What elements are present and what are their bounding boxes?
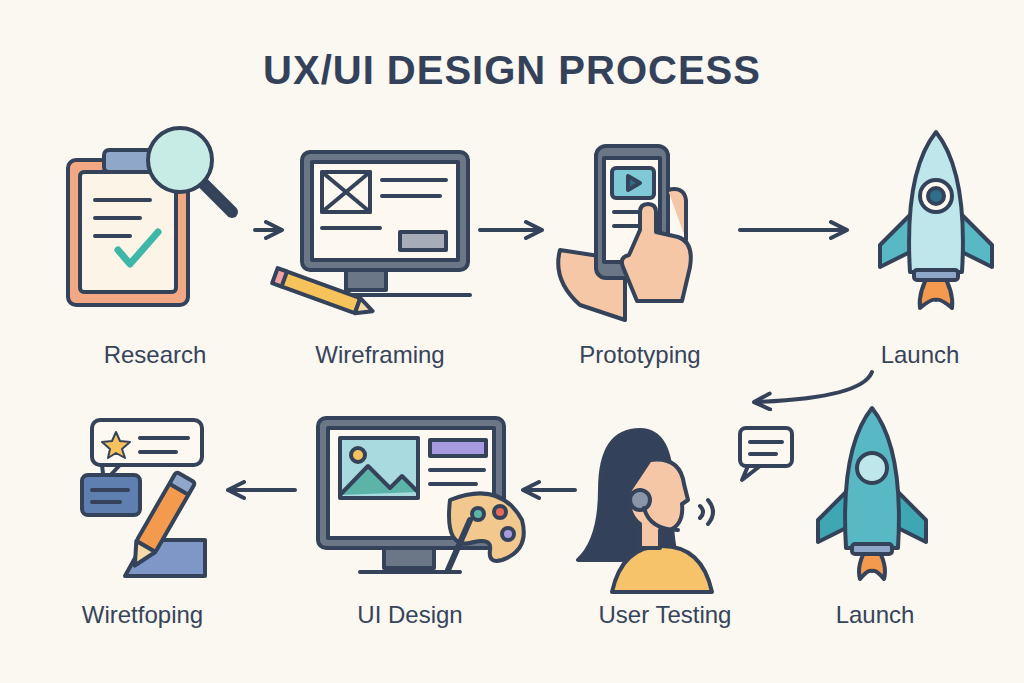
user-testing-icon: [578, 428, 792, 592]
step-label: Launch: [836, 600, 915, 630]
flow-arrow: [756, 372, 872, 402]
process-step: Wireframing: [285, 120, 475, 370]
ui-design-icon: [318, 418, 524, 572]
prototype-icon: [558, 146, 691, 320]
flow-arrow: [480, 228, 540, 232]
flow-arrow: [525, 488, 575, 492]
flow-arrow: [255, 228, 280, 232]
research-icon: [68, 128, 232, 305]
process-step: Launch: [850, 120, 990, 370]
step-label: Research: [104, 340, 207, 370]
step-label: Prototyping: [579, 340, 700, 370]
process-step: Prototyping: [545, 120, 735, 370]
flow-arrow: [230, 488, 295, 492]
process-step: UI Design: [300, 400, 520, 630]
rocket-icon: [880, 132, 992, 308]
rocket-icon: [818, 408, 926, 579]
step-label: Launch: [881, 340, 960, 370]
step-label: Wireframing: [315, 340, 444, 370]
process-step: Wiretfoping: [60, 400, 225, 630]
wireframe-icon: [272, 152, 470, 319]
step-label: User Testing: [599, 600, 732, 630]
step-label: UI Design: [357, 600, 462, 630]
process-step: Launch: [800, 400, 950, 630]
flow-arrow: [740, 228, 845, 232]
process-step: User Testing: [580, 400, 750, 630]
step-label: Wiretfoping: [82, 600, 203, 630]
diagram-title: UX/UI DESIGN PROCESS: [0, 48, 1024, 93]
process-step: Research: [60, 120, 250, 370]
feedback-icon: [82, 420, 205, 576]
